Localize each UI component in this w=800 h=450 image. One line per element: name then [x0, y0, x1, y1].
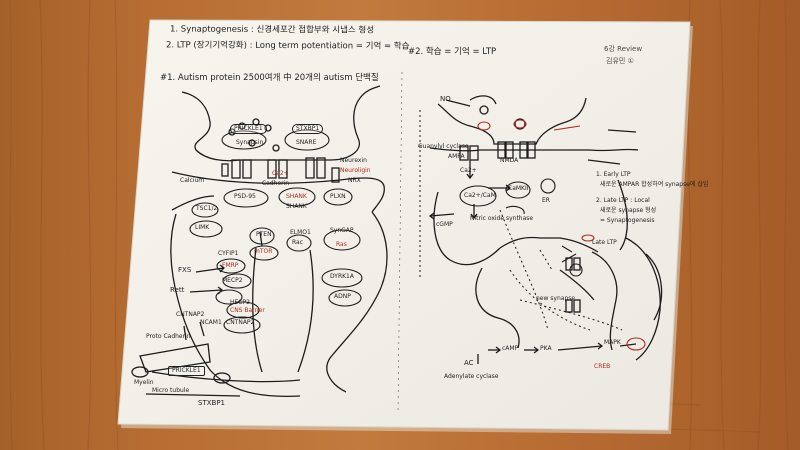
- label-hecp2: HECP2: [230, 299, 250, 306]
- label-prickle1-lower: PRICKLE1: [168, 366, 205, 376]
- label-er: ER: [542, 197, 550, 204]
- label-mapk: MAPK: [604, 339, 621, 346]
- label-stxbp1: STXBP1: [292, 124, 324, 134]
- label-ras: Ras: [336, 241, 347, 248]
- note-late-ltp: 2. Late LTP : Local: [596, 197, 650, 204]
- note-early-ltp: 1. Early LTP: [596, 171, 631, 178]
- label-cntnap2-inner: CNTNAP2: [226, 319, 255, 326]
- header-line-2: 2. LTP (장기기억강화) : Long term potentiation…: [165, 40, 410, 52]
- label-neurexin: Neurexin: [340, 157, 367, 164]
- label-pka: PKA: [540, 345, 552, 352]
- label-adenylate-cyclase: Adenylate cyclase: [444, 373, 499, 380]
- label-no-top: NO: [440, 95, 451, 103]
- label-adnp: ADNP: [334, 293, 351, 300]
- review-tag: 6강 Review: [604, 45, 643, 53]
- label-nmda: NMDA: [500, 157, 519, 164]
- note-late-ltp-desc: 새로운 synapse 형성: [600, 207, 657, 214]
- label-elmo1: ELMO1: [290, 229, 311, 236]
- label-cadherin: Cadherin: [262, 180, 290, 187]
- label-mecp2: MECP2: [222, 277, 243, 284]
- label-psd95: PSD-95: [234, 193, 256, 200]
- label-shank: SHANK: [286, 193, 307, 200]
- note-early-ltp-desc: 새로운 AMPAR 합성하여 synapse에 삽입: [600, 181, 709, 188]
- label-myelin: Myelin: [134, 379, 154, 386]
- label-nos: Nitric oxide synthase: [470, 215, 534, 222]
- label-ca2: Ca2+: [272, 170, 289, 177]
- label-microtubule: Micro tubule: [152, 387, 190, 394]
- label-mtor: mTOR: [254, 248, 273, 255]
- label-camkii: CaMKII: [508, 185, 529, 192]
- label-neuroligin: Neuroligin: [340, 167, 371, 174]
- label-rac: Rac: [292, 239, 304, 246]
- label-guanylyl-cyclase: Guanylyl cyclase: [418, 143, 469, 150]
- label-ac: AC: [464, 359, 474, 367]
- right-panel-title: #2. 학습 = 기억 = LTP: [408, 47, 497, 57]
- label-shank-2: SHANK: [286, 203, 307, 210]
- label-prickle1: PRICKLE1: [230, 124, 267, 134]
- label-cgmp: cGMP: [436, 221, 453, 228]
- label-cns-barrier: CNS Barrier: [230, 307, 265, 314]
- label-snare: SNARE: [296, 139, 317, 146]
- label-dyrk1a: DYRK1A: [330, 273, 354, 280]
- label-limk: LIMK: [195, 224, 210, 231]
- label-ca2-right: Ca2+: [460, 167, 477, 174]
- left-panel-title: #1. Autism protein 2500여개 中 20개의 autism …: [160, 73, 379, 83]
- header-line-1: 1. Synaptogenesis : 신경세포간 접합부와 시냅스 형성: [169, 24, 375, 36]
- label-cyfip1: CYFIP1: [218, 250, 239, 257]
- label-nrx: NRX: [348, 177, 361, 184]
- label-synapsin: Synapsin: [236, 139, 264, 146]
- label-rett: Rett: [170, 286, 185, 294]
- label-creb: CREB: [594, 363, 611, 370]
- label-camp: cAMP: [502, 345, 519, 352]
- label-stxbp1-lower: STXBP1: [198, 399, 225, 407]
- label-pten: PTEN: [256, 231, 272, 238]
- label-ampa: AMPA: [448, 153, 465, 160]
- label-tsc: TSC1/2: [196, 205, 218, 212]
- label-ncam1: NCAM1: [200, 319, 222, 326]
- label-fmrp: FMRP: [222, 262, 239, 269]
- label-ca-cam: Ca2+/CaM: [464, 192, 496, 199]
- label-syngap: SynGAP: [330, 227, 354, 234]
- label-proto-cadherin: Proto Cadherin: [146, 333, 191, 340]
- label-calcium: Calcium: [180, 177, 205, 184]
- author-label: 김유민 ①: [606, 57, 634, 65]
- label-new-synapse: new synapse: [536, 295, 576, 302]
- note-synaptogenesis: = Synaptogenesis: [600, 217, 655, 224]
- label-plxn: PLXN: [330, 193, 346, 200]
- label-cntnap2: CNTNAP2: [176, 311, 205, 318]
- label-fxs: FXS: [178, 266, 192, 274]
- label-late-ltp-node: Late LTP: [592, 239, 617, 246]
